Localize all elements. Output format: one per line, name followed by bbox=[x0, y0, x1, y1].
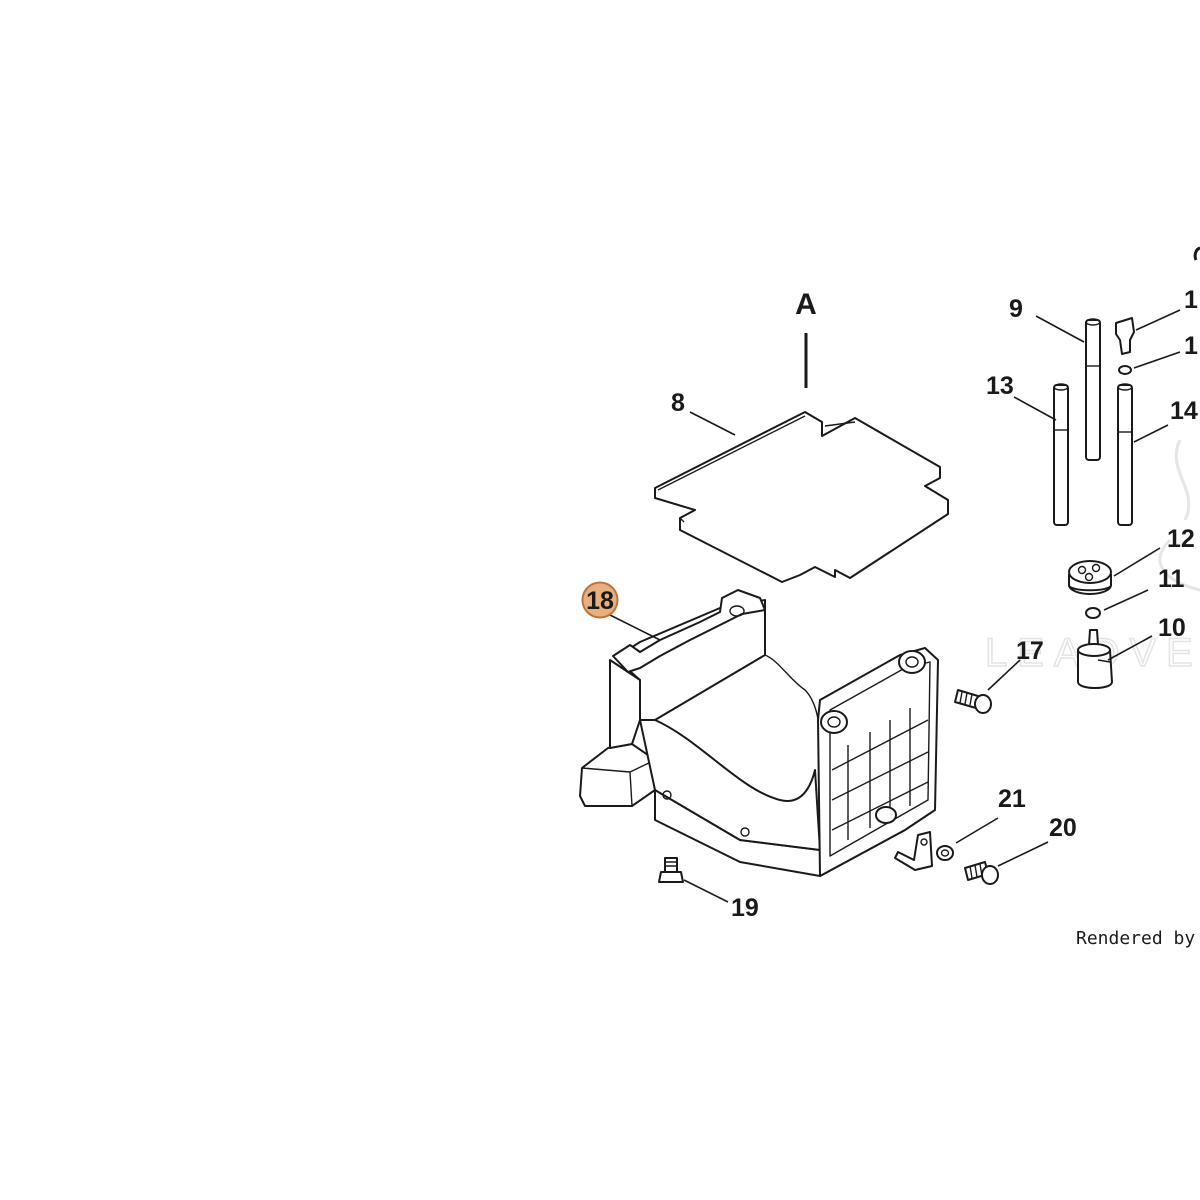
part-13-rod[interactable] bbox=[1053, 383, 1069, 526]
leader-21 bbox=[955, 817, 999, 844]
part-12-grommet[interactable] bbox=[1068, 560, 1112, 595]
callout-8[interactable]: 8 bbox=[671, 389, 685, 417]
footer-credit: Rendered by Le bbox=[1076, 928, 1200, 949]
callout-20[interactable]: 20 bbox=[1049, 814, 1077, 842]
callout-12[interactable]: 12 bbox=[1167, 525, 1195, 553]
leader-10 bbox=[1107, 635, 1153, 661]
part-15-nipple[interactable] bbox=[1115, 317, 1135, 355]
part-18-housing[interactable] bbox=[579, 589, 939, 877]
part-8-gasket[interactable] bbox=[654, 411, 949, 583]
callout-9[interactable]: 9 bbox=[1009, 295, 1023, 323]
part-16-oring[interactable] bbox=[1118, 365, 1132, 375]
leader-12 bbox=[1113, 547, 1161, 577]
callout-16[interactable]: 1 bbox=[1184, 332, 1198, 360]
leader-9 bbox=[1035, 315, 1085, 343]
leader-20 bbox=[997, 841, 1049, 867]
leader-18 bbox=[607, 613, 661, 641]
callout-11[interactable]: 11 bbox=[1158, 565, 1185, 593]
part-9-rod[interactable] bbox=[1085, 318, 1101, 461]
callout-19[interactable]: 19 bbox=[731, 894, 759, 922]
part-20-screw[interactable] bbox=[964, 861, 999, 885]
part-bracket[interactable] bbox=[894, 831, 933, 871]
callout-13[interactable]: 13 bbox=[986, 372, 1014, 400]
leader-11 bbox=[1103, 589, 1149, 611]
callout-18-highlight[interactable]: 18 bbox=[581, 581, 619, 619]
callout-14[interactable]: 14 bbox=[1170, 397, 1198, 425]
part-14-rod[interactable] bbox=[1117, 383, 1133, 526]
leader-14 bbox=[1133, 424, 1169, 443]
leader-17 bbox=[987, 659, 1021, 691]
part-10-filter[interactable] bbox=[1077, 629, 1113, 689]
leader-8 bbox=[689, 411, 736, 436]
part-17-screw[interactable] bbox=[954, 689, 992, 714]
callout-21[interactable]: 21 bbox=[998, 785, 1026, 813]
edge-fragment-icon bbox=[1193, 246, 1200, 261]
callout-17[interactable]: 17 bbox=[1016, 637, 1044, 665]
callout-18: 18 bbox=[586, 587, 614, 615]
section-label-a: A bbox=[795, 288, 817, 321]
leader-13 bbox=[1013, 396, 1057, 421]
part-21-washer[interactable] bbox=[936, 845, 954, 861]
leader-16 bbox=[1133, 351, 1181, 369]
part-19-screw[interactable] bbox=[658, 857, 684, 883]
part-11-ring[interactable] bbox=[1085, 607, 1101, 619]
leader-15 bbox=[1135, 309, 1181, 331]
callout-10[interactable]: 10 bbox=[1158, 614, 1186, 642]
leader-19 bbox=[683, 879, 729, 903]
watermark-flame-icon bbox=[1158, 439, 1200, 592]
callout-15[interactable]: 1 bbox=[1184, 286, 1198, 314]
